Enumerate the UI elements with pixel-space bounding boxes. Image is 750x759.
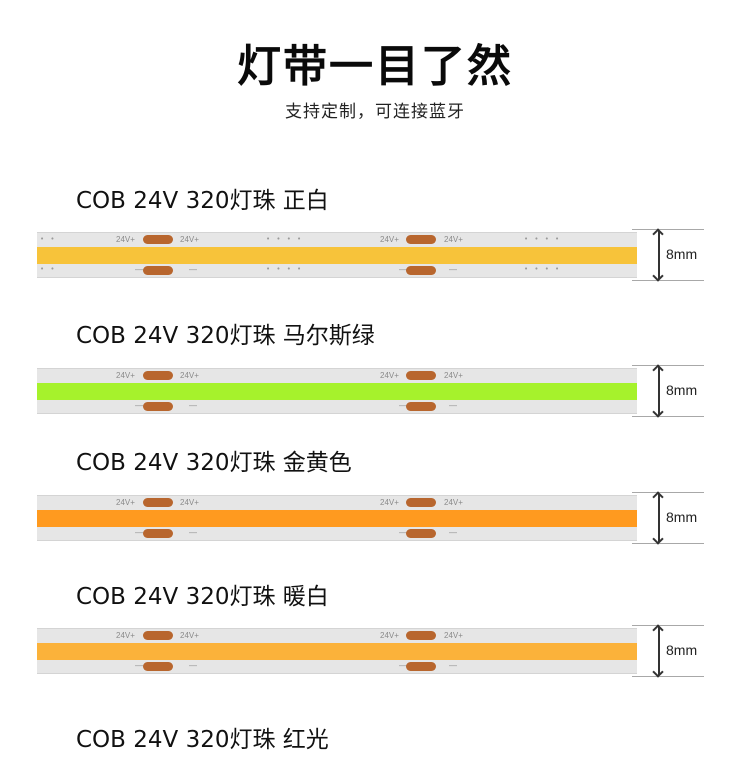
solder-pad-bottom [143, 266, 173, 275]
negative-mark: — [399, 401, 407, 410]
solder-pad-top [406, 235, 436, 244]
double-arrow-icon [658, 494, 660, 542]
led-band [37, 247, 637, 264]
negative-mark: — [135, 265, 143, 274]
led-strip-green: 24V+ 24V+ — — 24V+ 24V+ — — [37, 368, 637, 414]
dimension-marker: 8mm [632, 365, 704, 417]
negative-mark: — [189, 528, 197, 537]
solder-pad-bottom [406, 266, 436, 275]
solder-pad-bottom [406, 662, 436, 671]
product-label-warm-white: COB 24V 320灯珠 暖白 [76, 584, 329, 610]
positive-mark: 24V+ [180, 235, 199, 244]
solder-pad-bottom [406, 402, 436, 411]
solder-pad-bottom [143, 402, 173, 411]
positive-mark: 24V+ [380, 235, 399, 244]
solder-dots: • • • • [266, 235, 304, 243]
positive-mark: 24V+ [380, 498, 399, 507]
positive-mark: 24V+ [180, 498, 199, 507]
positive-mark: 24V+ [380, 631, 399, 640]
led-band [37, 510, 637, 527]
solder-pad-top [406, 371, 436, 380]
positive-mark: 24V+ [444, 498, 463, 507]
negative-mark: — [449, 528, 457, 537]
positive-mark: 24V+ [180, 371, 199, 380]
dimension-marker: 8mm [632, 229, 704, 281]
double-arrow-icon [658, 367, 660, 415]
led-strip-warm-white: 24V+ 24V+ — — 24V+ 24V+ — — [37, 628, 637, 674]
positive-mark: 24V+ [444, 631, 463, 640]
solder-pad-top [406, 498, 436, 507]
negative-mark: — [399, 528, 407, 537]
solder-pad-bottom [143, 529, 173, 538]
page-title: 灯带一目了然 [237, 41, 513, 92]
page-subtitle: 支持定制，可连接蓝牙 [285, 102, 465, 122]
negative-mark: — [189, 265, 197, 274]
positive-mark: 24V+ [116, 631, 135, 640]
negative-mark: — [449, 661, 457, 670]
led-band [37, 383, 637, 400]
positive-mark: 24V+ [116, 235, 135, 244]
solder-dots: • • • • [266, 265, 304, 273]
solder-dots: • • • • [524, 265, 562, 273]
dimension-label: 8mm [666, 246, 698, 262]
solder-dots: • • • • [524, 235, 562, 243]
solder-pad-top [143, 498, 173, 507]
double-arrow-icon [658, 231, 660, 279]
product-label-red: COB 24V 320灯珠 红光 [76, 727, 329, 753]
double-arrow-icon [658, 627, 660, 675]
dimension-marker: 8mm [632, 492, 704, 544]
product-label-green: COB 24V 320灯珠 马尔斯绿 [76, 323, 375, 349]
solder-pad-top [143, 631, 173, 640]
negative-mark: — [399, 265, 407, 274]
dimension-label: 8mm [666, 642, 698, 658]
dimension-marker: 8mm [632, 625, 704, 677]
solder-pad-top [406, 631, 436, 640]
solder-pad-top [143, 235, 173, 244]
negative-mark: — [135, 661, 143, 670]
negative-mark: — [449, 265, 457, 274]
solder-dots: • • [40, 235, 57, 243]
solder-pad-top [143, 371, 173, 380]
led-strip-white: • • • • 24V+ 24V+ — — • • • • • • • • 24… [37, 232, 637, 278]
positive-mark: 24V+ [444, 371, 463, 380]
dimension-label: 8mm [666, 382, 698, 398]
negative-mark: — [189, 401, 197, 410]
positive-mark: 24V+ [116, 498, 135, 507]
positive-mark: 24V+ [180, 631, 199, 640]
dimension-label: 8mm [666, 509, 698, 525]
negative-mark: — [135, 528, 143, 537]
solder-pad-bottom [143, 662, 173, 671]
negative-mark: — [399, 661, 407, 670]
positive-mark: 24V+ [444, 235, 463, 244]
positive-mark: 24V+ [380, 371, 399, 380]
led-band [37, 643, 637, 660]
negative-mark: — [449, 401, 457, 410]
negative-mark: — [189, 661, 197, 670]
negative-mark: — [135, 401, 143, 410]
solder-dots: • • [40, 265, 57, 273]
positive-mark: 24V+ [116, 371, 135, 380]
solder-pad-bottom [406, 529, 436, 538]
led-strip-golden: 24V+ 24V+ — — 24V+ 24V+ — — [37, 495, 637, 541]
product-label-golden: COB 24V 320灯珠 金黄色 [76, 450, 352, 476]
product-label-white: COB 24V 320灯珠 正白 [76, 188, 329, 214]
